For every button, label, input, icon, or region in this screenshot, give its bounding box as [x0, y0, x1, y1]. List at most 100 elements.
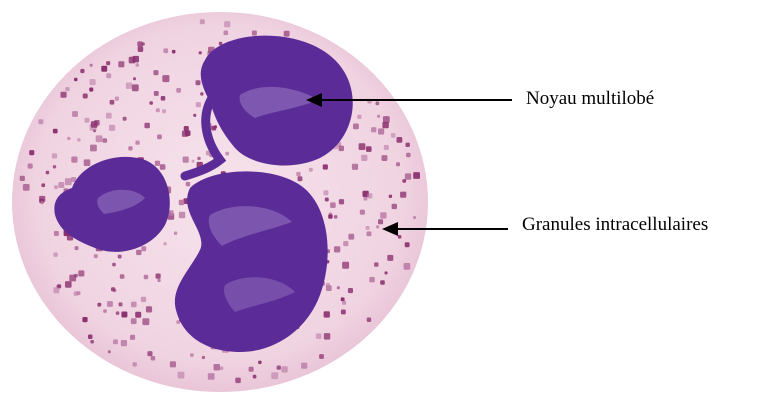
- granule: [398, 235, 402, 239]
- granule: [367, 318, 372, 323]
- granule: [224, 31, 229, 36]
- granule: [120, 274, 125, 279]
- granule: [387, 255, 393, 261]
- granule: [176, 88, 181, 93]
- granule: [111, 287, 115, 291]
- granule: [385, 271, 388, 274]
- granule: [113, 339, 118, 344]
- granule: [298, 176, 303, 181]
- granule: [77, 291, 81, 295]
- granule: [319, 354, 324, 359]
- granule: [53, 287, 59, 293]
- granule: [28, 164, 33, 169]
- granule: [179, 212, 186, 219]
- granule: [193, 114, 196, 117]
- granule: [200, 19, 205, 24]
- granule: [156, 274, 161, 279]
- granule: [123, 117, 127, 121]
- granule: [341, 310, 346, 315]
- granule: [107, 301, 113, 307]
- granule: [325, 198, 329, 202]
- granule: [342, 301, 346, 305]
- granule: [339, 199, 344, 204]
- granule: [58, 182, 64, 188]
- granule: [160, 164, 166, 170]
- granule: [316, 333, 322, 339]
- granule: [144, 123, 150, 129]
- granule: [360, 210, 365, 215]
- granule: [74, 78, 78, 82]
- granule: [323, 190, 328, 195]
- granule: [400, 192, 406, 198]
- granule: [359, 143, 366, 150]
- granule: [376, 225, 379, 228]
- granule: [174, 232, 178, 236]
- granule: [94, 120, 100, 126]
- granule: [376, 102, 380, 106]
- granule: [330, 202, 336, 208]
- granule: [71, 157, 77, 163]
- granule: [83, 94, 88, 99]
- granule: [90, 340, 94, 344]
- granule: [357, 115, 361, 119]
- granule: [183, 157, 189, 163]
- granule: [77, 138, 81, 142]
- granule: [163, 242, 166, 245]
- granule: [342, 262, 349, 269]
- granule: [235, 378, 241, 384]
- granule: [162, 109, 166, 113]
- granule: [296, 172, 300, 176]
- granule: [334, 246, 340, 252]
- granule: [23, 184, 30, 191]
- granule: [118, 255, 122, 259]
- granule: [52, 153, 57, 158]
- granule: [224, 21, 230, 27]
- granule: [109, 125, 115, 131]
- granule: [128, 146, 132, 150]
- granule: [196, 80, 201, 85]
- granule: [252, 31, 257, 36]
- granule: [94, 254, 98, 258]
- granule: [253, 375, 257, 379]
- granule: [339, 146, 345, 152]
- granule: [281, 366, 287, 372]
- granule: [41, 183, 45, 187]
- granule: [406, 153, 411, 158]
- granule: [84, 159, 91, 166]
- granule: [151, 356, 156, 361]
- granule: [147, 351, 152, 356]
- granule: [129, 57, 136, 64]
- granule: [404, 263, 411, 270]
- granule: [138, 47, 144, 53]
- granule: [170, 361, 176, 367]
- granule: [136, 63, 140, 67]
- granule: [116, 311, 120, 315]
- granule: [72, 111, 78, 117]
- granule: [103, 138, 108, 143]
- granule: [202, 356, 205, 359]
- granule: [405, 242, 410, 247]
- granule: [341, 297, 345, 301]
- granule: [149, 101, 153, 105]
- granule: [144, 275, 149, 280]
- granule: [301, 363, 307, 369]
- granule: [367, 193, 372, 198]
- granule: [53, 129, 58, 134]
- granule: [192, 160, 195, 163]
- granule: [220, 367, 224, 371]
- granule: [74, 274, 78, 278]
- granule: [184, 126, 189, 131]
- granule: [78, 270, 84, 276]
- granule: [369, 277, 375, 283]
- granule: [106, 113, 112, 119]
- granule: [380, 212, 386, 218]
- label-granules: Granules intracellulaires: [522, 214, 708, 236]
- granule: [54, 185, 58, 189]
- granule: [75, 246, 79, 250]
- label-nucleus: Noyau multilobé: [526, 88, 654, 110]
- granule: [178, 372, 185, 379]
- granule: [106, 61, 110, 65]
- granule: [157, 135, 162, 140]
- granule: [323, 164, 328, 169]
